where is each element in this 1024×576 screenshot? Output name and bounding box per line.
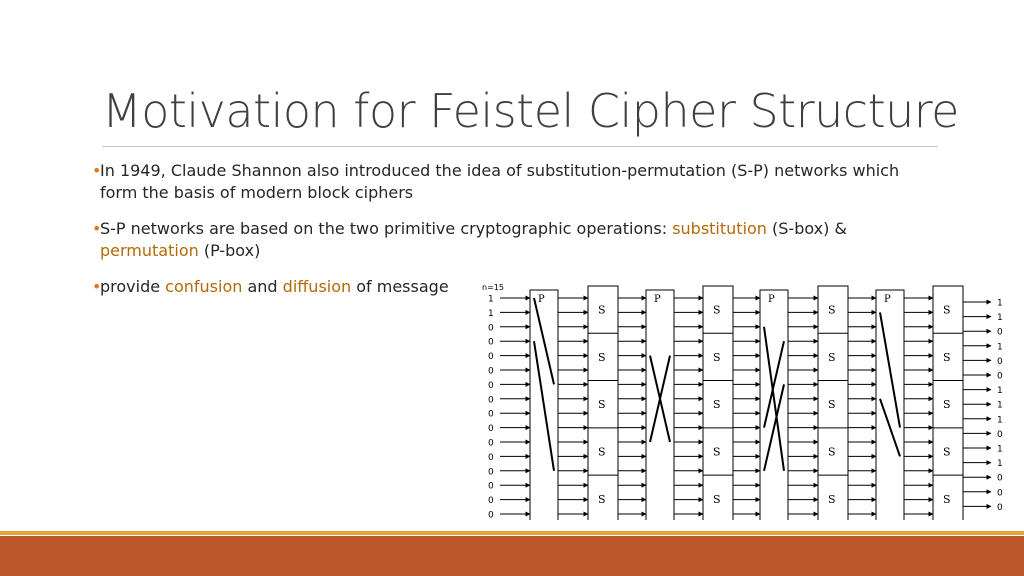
output-bit: 1: [997, 445, 1003, 455]
output-bit: 0: [997, 328, 1003, 338]
bullet-list: • In 1949, Claude Shannon also introduce…: [92, 160, 932, 312]
input-bit: 0: [488, 453, 494, 463]
input-bit: 0: [488, 367, 494, 377]
permutation-line: [879, 398, 901, 457]
output-bit: 1: [997, 459, 1003, 469]
input-bit: 0: [488, 410, 494, 420]
permutation-line: [763, 384, 785, 472]
output-bit: 0: [997, 372, 1003, 382]
input-bit: 0: [488, 424, 494, 434]
s-box-label: S: [598, 351, 606, 364]
s-box-label: S: [598, 493, 606, 506]
bullet-dot-icon: •: [92, 277, 102, 296]
output-bit: 1: [997, 415, 1003, 425]
s-box-label: S: [713, 398, 721, 411]
bullet-dot-icon: •: [92, 219, 102, 238]
input-bit: 0: [488, 496, 494, 506]
s-box-label: S: [828, 304, 836, 317]
slide-title: Motivation for Feistel Cipher Structure: [102, 84, 959, 138]
output-bit: 0: [997, 503, 1003, 513]
bullet-text: In 1949, Claude Shannon also introduced …: [100, 161, 900, 202]
output-bit: 1: [997, 313, 1003, 323]
output-bit: 0: [997, 357, 1003, 367]
permutation-line: [763, 340, 785, 428]
bullet-text: (S-box) &: [766, 219, 847, 238]
input-bit: 1: [488, 295, 494, 305]
permutation-line: [879, 312, 901, 428]
output-bit: 1: [997, 401, 1003, 411]
s-box-label: S: [943, 493, 951, 506]
s-box-label: S: [713, 493, 721, 506]
bullet-text: of message: [351, 277, 449, 296]
input-bit: 0: [488, 511, 494, 521]
output-bit: 1: [997, 386, 1003, 396]
output-bit: 0: [997, 430, 1003, 440]
s-box-label: S: [943, 304, 951, 317]
input-bit: 1: [488, 309, 494, 319]
input-bit: 0: [488, 381, 494, 391]
s-box-column: [932, 285, 964, 520]
highlight-substitution: substitution: [672, 219, 767, 238]
s-box-label: S: [943, 445, 951, 458]
bullet-text: S-P networks are based on the two primit…: [100, 219, 673, 238]
input-bit: 0: [488, 338, 494, 348]
title-divider: [102, 146, 938, 147]
p-box-label: P: [538, 294, 545, 305]
input-bit: 0: [488, 467, 494, 477]
s-box-label: S: [828, 398, 836, 411]
s-box-column: [587, 285, 619, 520]
bullet-1: • In 1949, Claude Shannon also introduce…: [92, 160, 932, 204]
highlight-permutation: permutation: [100, 241, 199, 260]
footer-band: [0, 536, 1024, 576]
s-box-label: S: [598, 445, 606, 458]
input-bit: 0: [488, 323, 494, 333]
s-box-label: S: [828, 445, 836, 458]
p-box-label: P: [884, 294, 891, 305]
output-bit: 0: [997, 488, 1003, 498]
s-box-label: S: [713, 445, 721, 458]
output-bit: 1: [997, 342, 1003, 352]
s-box-label: S: [598, 398, 606, 411]
bullet-text: (P-box): [198, 241, 261, 260]
s-box-column: [702, 285, 734, 520]
bullet-3: • provide confusion and diffusion of mes…: [92, 276, 932, 298]
bullet-dot-icon: •: [92, 161, 102, 180]
bullet-text: and: [242, 277, 283, 296]
p-box: [875, 289, 905, 520]
input-bit: 0: [488, 395, 494, 405]
bullet-text: provide: [100, 277, 166, 296]
highlight-diffusion: diffusion: [282, 277, 352, 296]
input-bit: 0: [488, 352, 494, 362]
permutation-line: [763, 326, 785, 471]
highlight-confusion: confusion: [165, 277, 243, 296]
output-bit: 1: [997, 299, 1003, 309]
s-box-label: S: [943, 398, 951, 411]
input-bit: 0: [488, 439, 494, 449]
s-box-column: [817, 285, 849, 520]
footer-accent-line: [0, 531, 1024, 535]
s-box-label: S: [943, 351, 951, 364]
s-box-label: S: [828, 493, 836, 506]
permutation-line: [533, 341, 555, 471]
output-bit: 0: [997, 474, 1003, 484]
input-bit: 0: [488, 482, 494, 492]
s-box-label: S: [598, 304, 606, 317]
p-box: [645, 289, 675, 520]
bullet-2: • S-P networks are based on the two prim…: [92, 218, 932, 262]
diagram-n-label: n=15: [482, 283, 504, 292]
permutation-line: [533, 297, 555, 385]
p-box-label: P: [768, 294, 775, 305]
s-box-label: S: [713, 304, 721, 317]
s-box-label: S: [713, 351, 721, 364]
s-box-label: S: [828, 351, 836, 364]
permutation-line: [649, 355, 671, 443]
p-box-label: P: [654, 294, 661, 305]
sp-network-diagram: n=15 1 1 0 0 0 0 0 0 0 0 0 0 0 0 0 0 P P P P S S S S S S S S S S S S S S S S…: [482, 283, 1003, 521]
